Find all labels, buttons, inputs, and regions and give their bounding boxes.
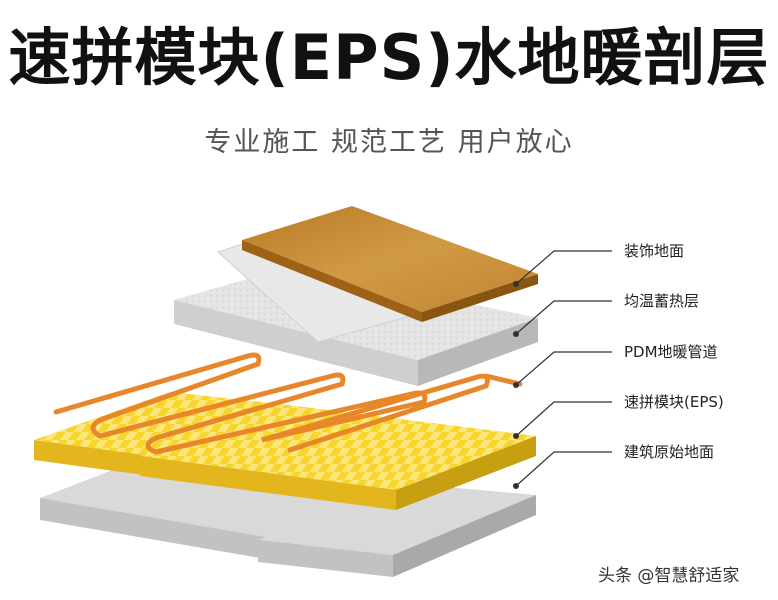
decorative-floor-layer	[242, 206, 538, 322]
leader-dots	[513, 281, 519, 489]
label-base-floor: 建筑原始地面	[624, 443, 714, 461]
leader-line-1	[515, 250, 612, 285]
leader-line-3	[515, 351, 612, 386]
leader-line-4	[515, 401, 612, 437]
watermark: 头条 @智慧舒适家	[598, 566, 740, 586]
label-heating-pipe: PDM地暖管道	[624, 343, 718, 361]
leader-lines	[515, 250, 612, 487]
label-eps-module: 速拼模块(EPS)	[624, 393, 724, 411]
heating-pipe-layer	[53, 352, 523, 455]
label-decorative-floor: 装饰地面	[624, 242, 684, 260]
leader-line-2	[515, 300, 612, 335]
label-thermal-storage: 均温蓄热层	[624, 292, 699, 310]
page-title: 速拼模块(EPS)水地暖剖层	[8, 21, 770, 94]
page-subtitle: 专业施工 规范工艺 用户放心	[204, 127, 574, 158]
leader-line-5	[515, 451, 612, 487]
